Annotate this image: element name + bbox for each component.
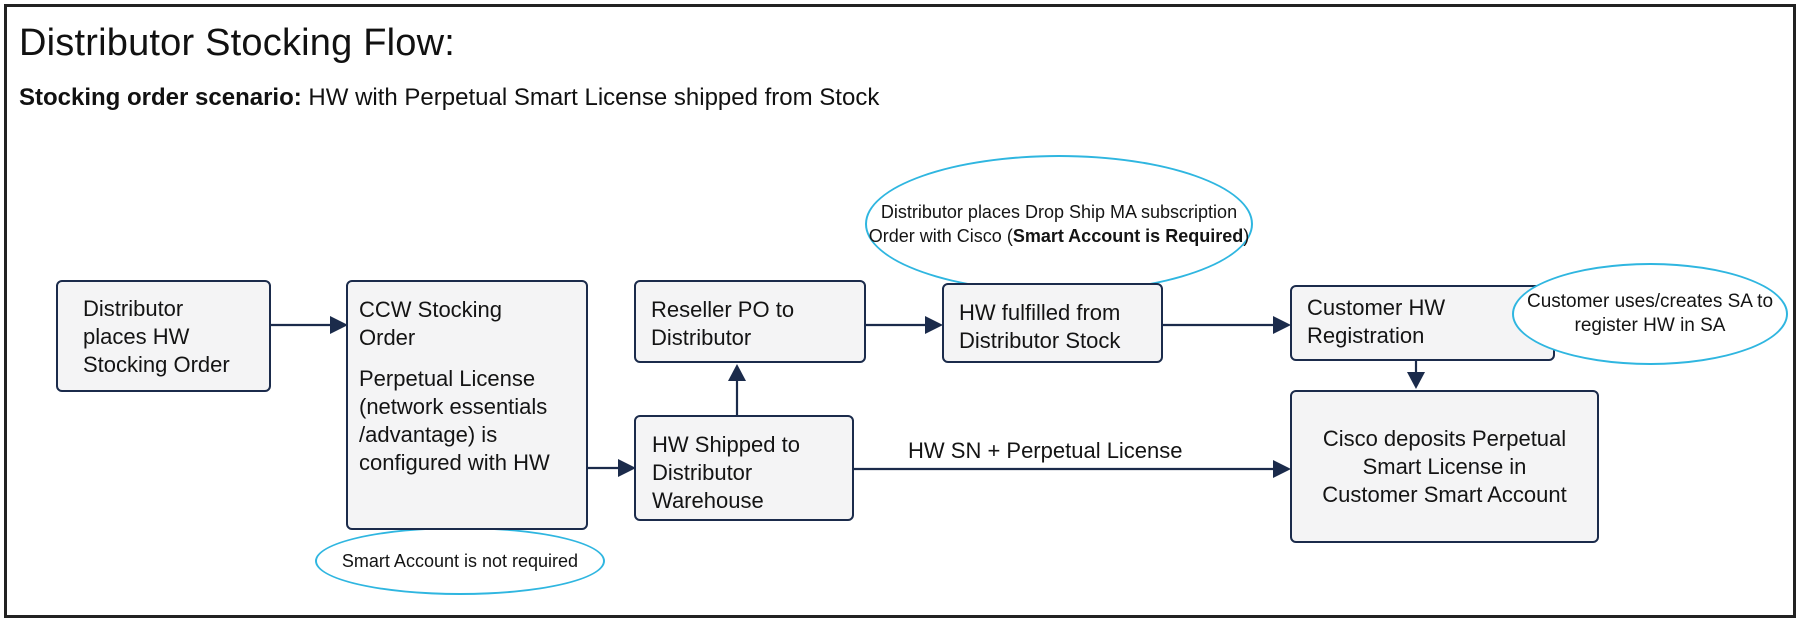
node-line: HW fulfilled from bbox=[959, 300, 1121, 325]
callout-line: not required bbox=[482, 551, 579, 571]
arrowhead-icon bbox=[925, 316, 943, 334]
node-line: Distributor Stock bbox=[959, 328, 1121, 353]
node-line: HW Shipped to bbox=[652, 432, 800, 457]
edge-label-hw-sn-license: HW SN + Perpetual License bbox=[908, 438, 1183, 463]
callout-line: Distributor places Drop bbox=[880, 202, 1064, 222]
scenario-description: HW with Perpetual Smart License shipped … bbox=[301, 84, 880, 111]
node-hw-shipped-warehouse: HW Shipped to Distributor Warehouse bbox=[634, 415, 854, 521]
node-customer-hw-registration: Customer HW Registration bbox=[1290, 285, 1555, 361]
callout-line: Customer uses/creates bbox=[1526, 291, 1723, 312]
callout-line: (Smart Account is Required) bbox=[1007, 226, 1249, 246]
callout-sa-not-required: Smart Account is not required bbox=[315, 527, 605, 595]
node-cisco-deposits-license: Cisco deposits Perpetual Smart License i… bbox=[1290, 390, 1599, 543]
node-line: Customer HW bbox=[1307, 295, 1446, 320]
node-line: configured with HW bbox=[359, 450, 550, 475]
node-line: /advantage) is bbox=[359, 422, 498, 447]
callout-line: Smart Account is bbox=[341, 551, 477, 571]
callout-customer-sa: Customer uses/creates SA to register HW … bbox=[1512, 263, 1788, 365]
node-ccw-stocking-order: CCW Stocking Order Perpetual License (ne… bbox=[346, 280, 588, 530]
node-hw-fulfilled-stock: HW fulfilled from Distributor Stock bbox=[942, 283, 1163, 363]
callout-line: SA to register HW in SA bbox=[1574, 291, 1774, 336]
arrowhead-icon bbox=[1407, 372, 1425, 389]
scenario-label: Stocking order scenario: bbox=[19, 84, 302, 111]
arrowhead-icon bbox=[1273, 460, 1291, 478]
callout-line: Order with Cisco bbox=[868, 226, 1002, 246]
node-heading-line: CCW Stocking bbox=[359, 297, 503, 322]
page-title: Distributor Stocking Flow: bbox=[19, 22, 456, 64]
node-distributor-stocking-order: Distributor places HW Stocking Order bbox=[56, 280, 271, 392]
node-line: Stocking Order bbox=[83, 352, 230, 377]
arrowhead-icon bbox=[728, 364, 746, 381]
callout-line: Ship MA subscription bbox=[1069, 202, 1238, 222]
node-line: Registration bbox=[1307, 323, 1425, 348]
node-heading-line: Order bbox=[359, 325, 416, 350]
paren-open: ( bbox=[1006, 226, 1013, 246]
node-line: Distributor bbox=[651, 325, 752, 350]
node-line: Perpetual License bbox=[359, 366, 536, 391]
node-line: Reseller PO to bbox=[651, 297, 795, 322]
callout-drop-ship-order: Distributor places Drop Ship MA subscrip… bbox=[865, 155, 1253, 293]
node-line: Cisco deposits Perpetual bbox=[1322, 425, 1567, 451]
node-line: Warehouse bbox=[652, 488, 764, 513]
arrowhead-icon bbox=[618, 459, 636, 477]
node-line: Smart License in bbox=[1362, 453, 1527, 479]
smart-account-required-text: Smart Account is Required bbox=[1012, 226, 1244, 246]
node-line: Distributor bbox=[652, 460, 753, 485]
arrowhead-icon bbox=[330, 316, 348, 334]
node-reseller-po: Reseller PO to Distributor bbox=[634, 280, 866, 363]
node-line: places HW bbox=[83, 324, 190, 349]
node-line: Distributor bbox=[83, 296, 184, 321]
scenario-subtitle: Stocking order scenario: HW with Perpetu… bbox=[19, 84, 879, 112]
paren-close: ) bbox=[1243, 226, 1250, 246]
node-line: (network essentials bbox=[359, 394, 548, 419]
node-line: Customer Smart Account bbox=[1322, 481, 1567, 507]
arrowhead-icon bbox=[1273, 316, 1291, 334]
